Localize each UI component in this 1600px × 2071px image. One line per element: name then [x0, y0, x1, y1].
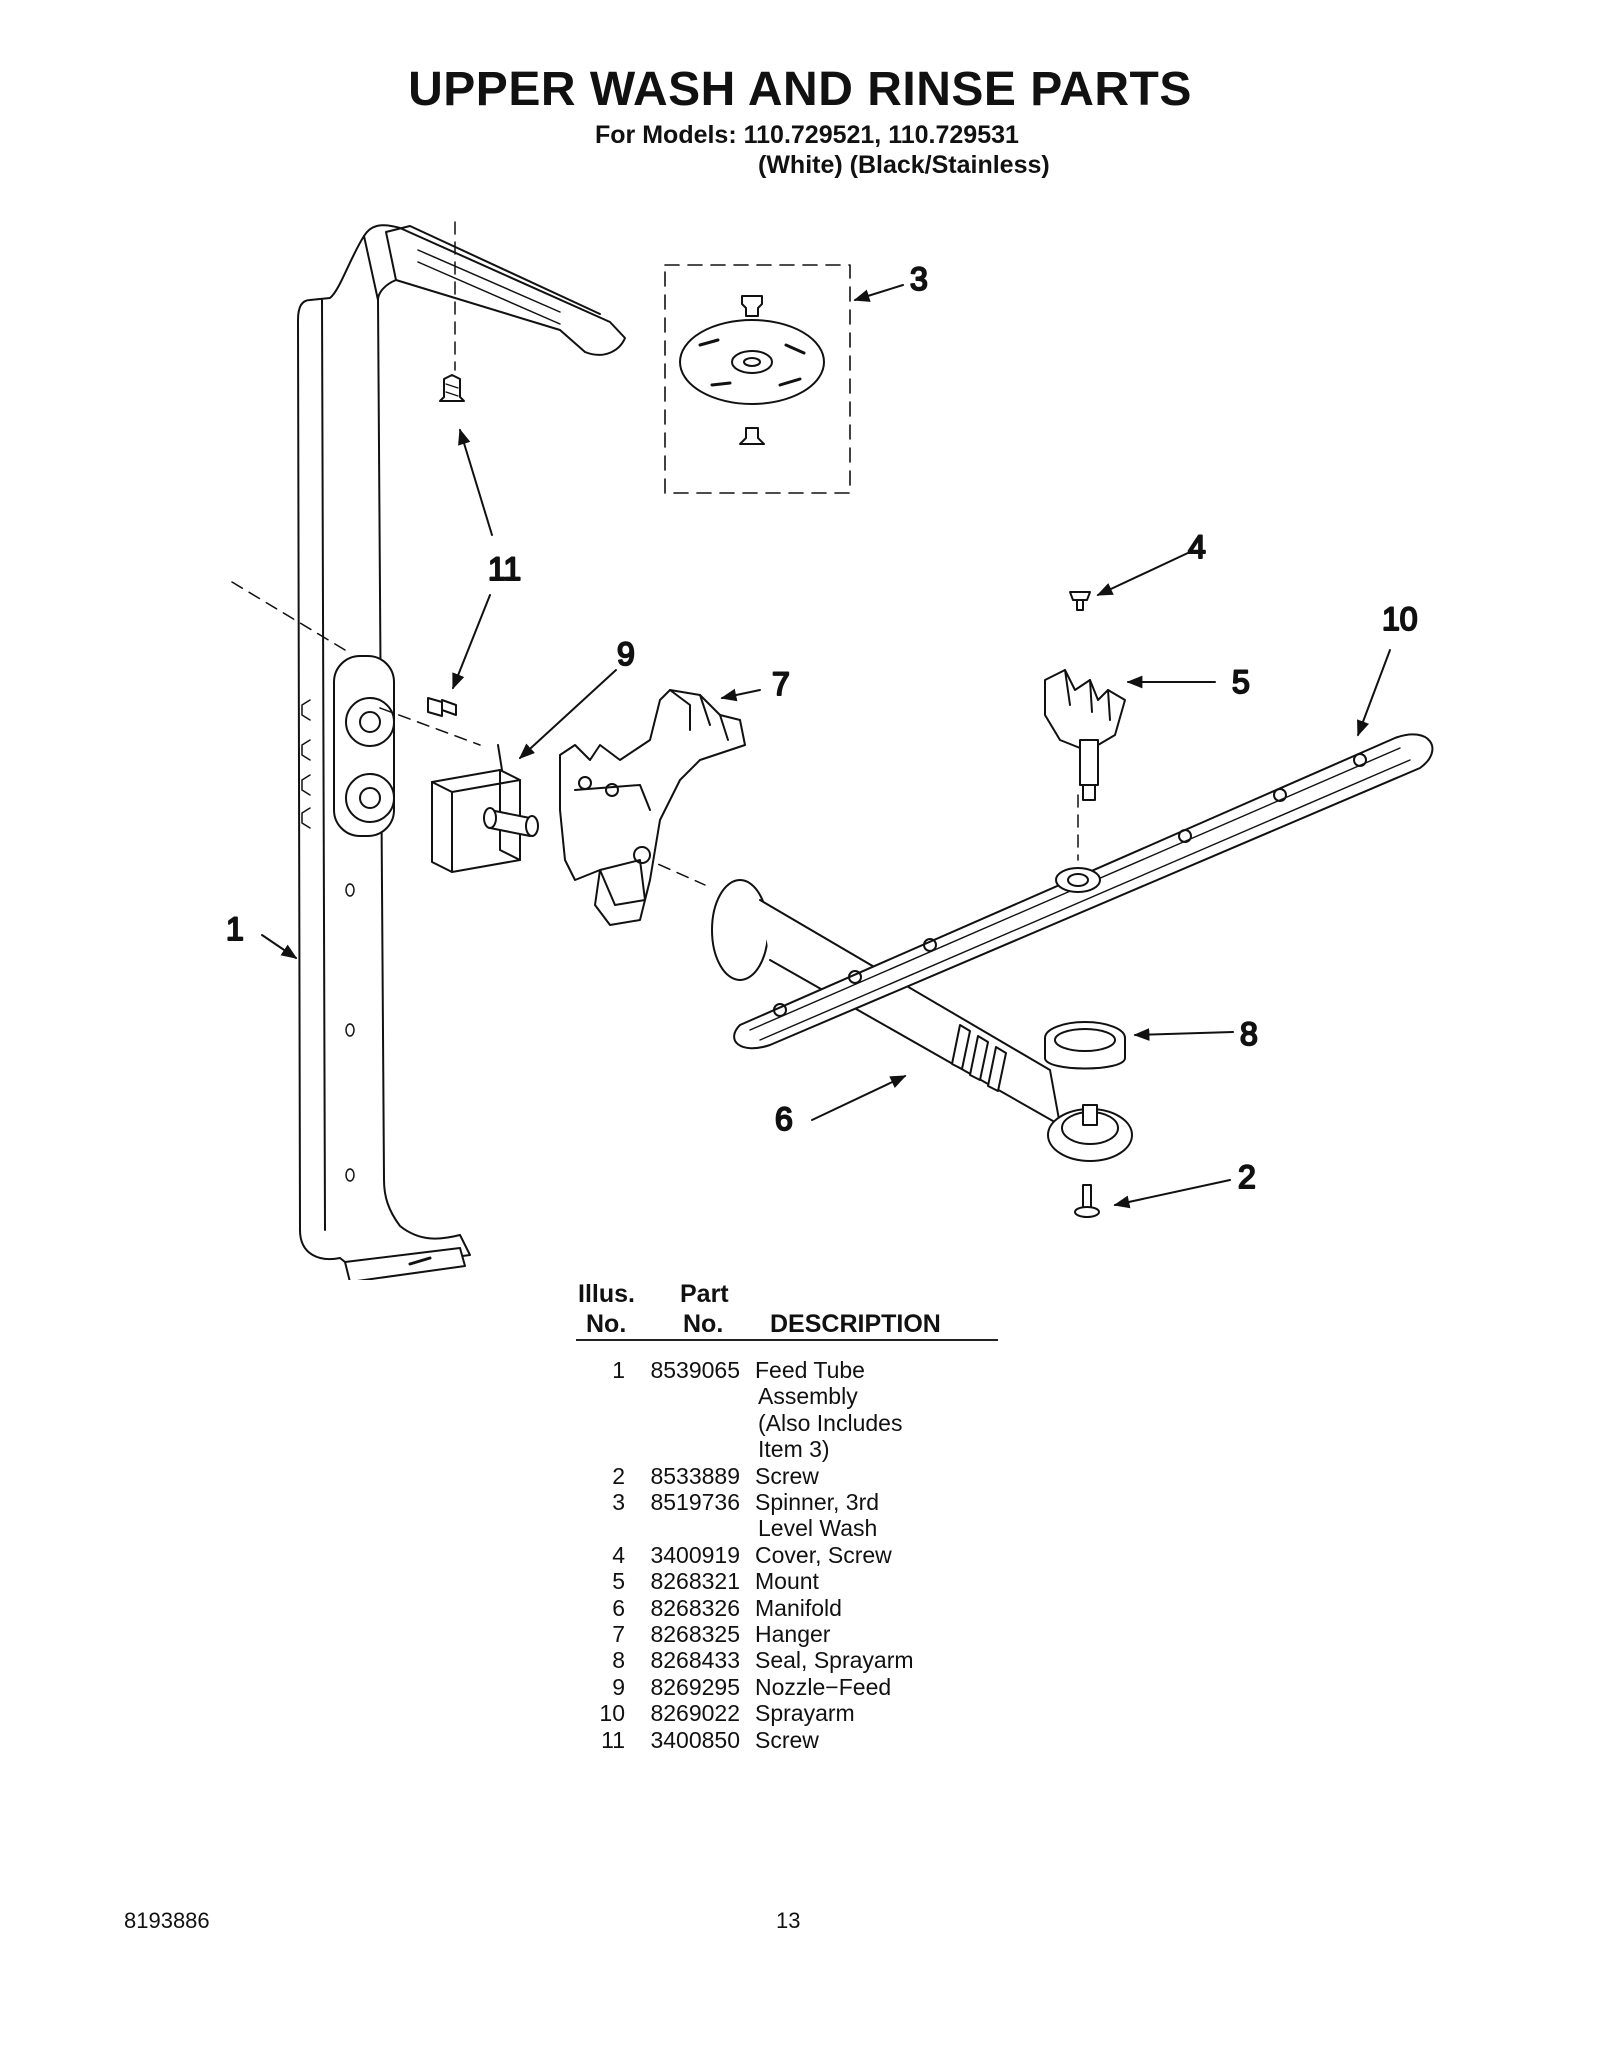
- spinner-part-3: [664, 264, 851, 494]
- description-line: Cover, Screw: [755, 1541, 892, 1568]
- description-line: Assembly: [758, 1383, 858, 1410]
- illus-no-cell: 5: [612, 1568, 625, 1595]
- description-line: Spinner, 3rd: [755, 1489, 880, 1516]
- part-no-cell: 8533889: [650, 1462, 740, 1489]
- description-line: Seal, Sprayarm: [755, 1647, 914, 1674]
- part-no-cell: 3400850: [650, 1726, 740, 1753]
- callout-label: 2: [1238, 1159, 1256, 1195]
- document-number: 8193886: [124, 1908, 210, 1933]
- description-cell: Nozzle−Feed: [740, 1674, 955, 1700]
- colors-line: (White) (Black/Stainless): [758, 151, 1050, 179]
- callout-label: 9: [617, 636, 635, 672]
- table-row: 10 8269022 Sprayarm: [580, 1700, 955, 1726]
- part-no-cell: 8268433: [650, 1647, 740, 1674]
- illus-no-cell: 7: [612, 1621, 625, 1648]
- mount-part-5: [1044, 669, 1126, 801]
- description-line: Feed Tube: [755, 1357, 865, 1383]
- illus-no-cell: 8: [612, 1647, 625, 1674]
- feed-tube-assembly-part: [297, 224, 626, 1280]
- header-part-top: Part: [680, 1280, 729, 1308]
- part-no-cell: 8269022: [650, 1700, 740, 1727]
- illus-no-cell: 10: [599, 1700, 625, 1727]
- sprayarm-seal-part-8: [1044, 1021, 1126, 1070]
- description-line: Sprayarm: [755, 1700, 855, 1727]
- description-cell: Seal, Sprayarm: [740, 1647, 955, 1673]
- hanger-part-7: [559, 689, 746, 926]
- table-row: 9 8269295 Nozzle−Feed: [580, 1674, 955, 1700]
- table-row: 7 8268325 Hanger: [580, 1621, 955, 1647]
- models-line: For Models: 110.729521, 110.729531: [595, 121, 1019, 149]
- manifold-part-6: [711, 879, 1133, 1162]
- table-row: 4 3400919 Cover, Screw: [580, 1542, 955, 1568]
- sprayarm-part-10: [733, 733, 1434, 1050]
- callout-label: 8: [1240, 1016, 1258, 1052]
- part-no-cell: 8268321: [650, 1568, 740, 1595]
- callout-label: 11: [488, 551, 521, 587]
- description-cell: Cover, Screw: [740, 1542, 955, 1568]
- callout-label: 3: [910, 261, 928, 297]
- callout-label: 6: [775, 1101, 793, 1137]
- callout-label: 10: [1382, 601, 1418, 637]
- illus-no-cell: 3: [612, 1489, 625, 1516]
- description-cell: Hanger: [740, 1621, 955, 1647]
- part-no-cell: 8539065: [650, 1357, 740, 1383]
- description-line: Screw: [755, 1726, 819, 1753]
- description-line: Screw: [755, 1462, 819, 1489]
- exploded-parts-diagram: 1 2 3 4 5 6 7 8 9 10 11: [225, 221, 1434, 1280]
- description-line: Manifold: [755, 1594, 842, 1621]
- table-row: 6 8268326 Manifold: [580, 1595, 955, 1621]
- header-description: DESCRIPTION: [770, 1310, 941, 1338]
- description-cell: Screw: [740, 1727, 955, 1753]
- illus-no-cell: 6: [612, 1594, 625, 1621]
- table-row: 8 8268433 Seal, Sprayarm: [580, 1647, 955, 1673]
- description-line: (Also Includes: [758, 1409, 903, 1436]
- screw-part-11: [427, 374, 465, 717]
- header-illus-top: Illus.: [578, 1280, 635, 1308]
- header-part-bottom: No.: [683, 1310, 724, 1338]
- callout-label: 7: [772, 666, 790, 702]
- models-block: For Models: 110.729521, 110.729531 (Whit…: [595, 120, 1050, 180]
- part-no-cell: 3400919: [650, 1541, 740, 1568]
- description-cell: Manifold: [740, 1595, 955, 1621]
- part-no-cell: 8269295: [650, 1673, 740, 1700]
- description-cell: Sprayarm: [740, 1700, 955, 1726]
- callout-leaders: [261, 284, 1391, 1209]
- table-row: 11 3400850 Screw: [580, 1727, 955, 1753]
- callout-label: 5: [1232, 664, 1250, 700]
- screw-part-2: [1074, 1184, 1100, 1218]
- page-number: 13: [776, 1908, 801, 1933]
- part-no-cell: 8268326: [650, 1594, 740, 1621]
- illus-no-cell: 9: [612, 1673, 625, 1700]
- description-line: Hanger: [755, 1621, 831, 1648]
- callout-label: 1: [226, 911, 244, 947]
- alignment-lines: [231, 221, 1079, 886]
- description-line: Nozzle−Feed: [755, 1673, 892, 1700]
- description-line: Mount: [755, 1568, 819, 1595]
- illus-no-cell: 4: [612, 1541, 625, 1568]
- table-header-rule: [576, 1339, 998, 1341]
- illus-no-cell: 11: [601, 1726, 625, 1753]
- part-no-cell: 8519736: [650, 1489, 740, 1516]
- illus-no-cell: 1: [612, 1357, 625, 1383]
- description-line: Item 3): [758, 1436, 830, 1463]
- nozzle-feed-part-9: [431, 744, 539, 873]
- callout-label: 4: [1188, 529, 1206, 565]
- description-cell: Screw: [740, 1463, 955, 1489]
- screw-cover-part-4: [1069, 591, 1091, 611]
- part-no-cell: 8268325: [650, 1621, 740, 1648]
- table-row: 5 8268321 Mount: [580, 1568, 955, 1594]
- page-title: UPPER WASH AND RINSE PARTS: [408, 63, 1192, 116]
- table-row: 2 8533889 Screw: [580, 1463, 955, 1489]
- description-cell: Mount: [740, 1568, 955, 1594]
- header-illus-bottom: No.: [586, 1310, 627, 1338]
- description-line: Level Wash: [758, 1515, 878, 1542]
- illus-no-cell: 2: [612, 1462, 625, 1489]
